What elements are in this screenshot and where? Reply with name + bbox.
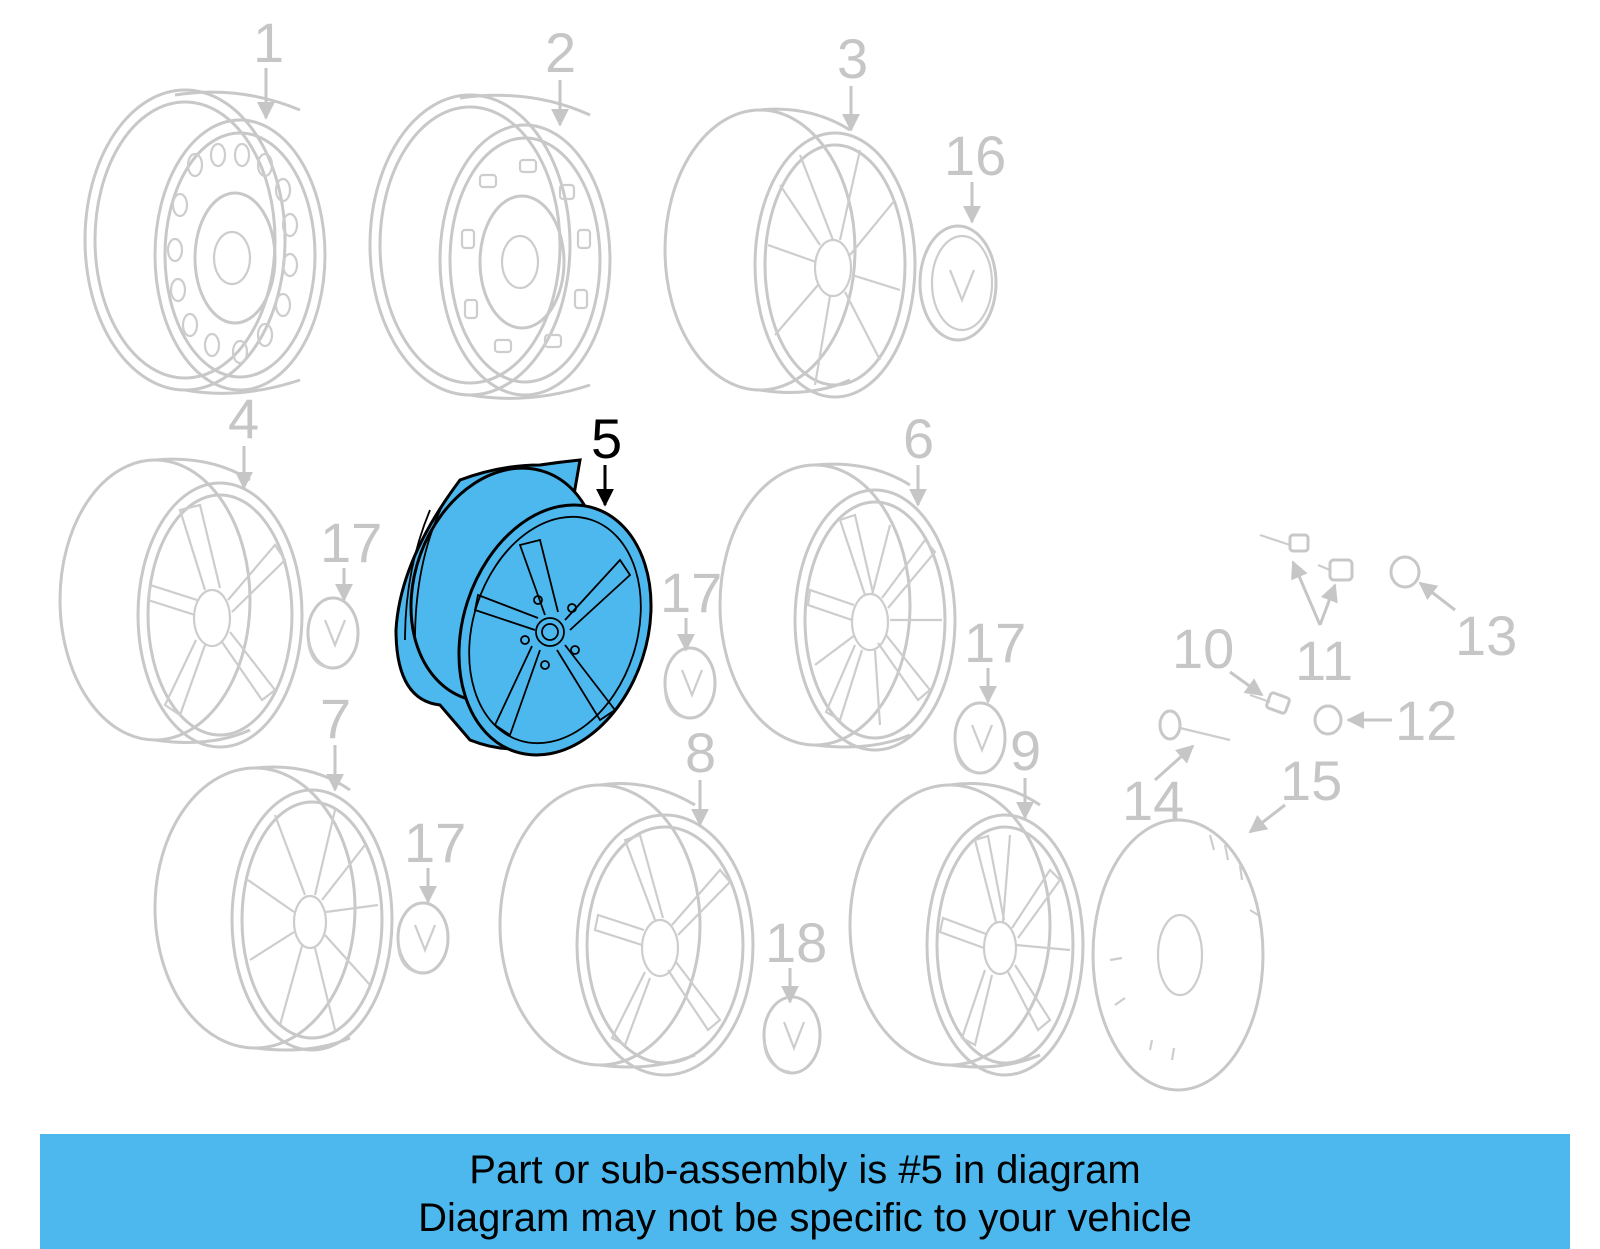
callout-17-b: 17 xyxy=(660,561,722,624)
callout-1: 1 xyxy=(253,11,284,74)
callout-12: 12 xyxy=(1395,689,1457,752)
callout-2: 2 xyxy=(545,21,576,84)
wheel-5-selected[interactable] xyxy=(379,441,682,780)
lug-nuts-11[interactable] xyxy=(1259,533,1354,582)
callout-11: 11 xyxy=(1295,629,1353,692)
lug-nut-12[interactable] xyxy=(1313,704,1343,736)
callout-9: 9 xyxy=(1010,719,1041,782)
center-cap-17-b[interactable] xyxy=(663,646,717,720)
callout-5: 5 xyxy=(591,407,622,470)
callout-8: 8 xyxy=(685,721,716,784)
callout-4: 4 xyxy=(228,387,259,450)
callout-16: 16 xyxy=(944,124,1006,187)
wheel-2[interactable] xyxy=(368,93,612,400)
center-cap-16[interactable] xyxy=(918,224,998,342)
wheel-6[interactable] xyxy=(718,462,957,752)
callout-14: 14 xyxy=(1122,769,1184,832)
lug-nut-13[interactable] xyxy=(1389,555,1421,589)
wheel-3[interactable] xyxy=(663,107,917,399)
callout-6: 6 xyxy=(903,407,934,470)
wheel-7[interactable] xyxy=(153,765,394,1052)
wheel-cover-15[interactable] xyxy=(1091,818,1265,1092)
callout-17-d: 17 xyxy=(404,811,466,874)
callout-17-a: 17 xyxy=(320,511,382,574)
callout-17-c: 17 xyxy=(964,611,1026,674)
callout-18: 18 xyxy=(765,911,827,974)
valve-stem-14[interactable] xyxy=(1158,709,1231,742)
wheel-1[interactable] xyxy=(83,88,327,395)
wheel-9[interactable] xyxy=(848,782,1085,1077)
callout-15: 15 xyxy=(1280,749,1342,812)
center-cap-17-c[interactable] xyxy=(953,701,1007,775)
callout-10: 10 xyxy=(1172,617,1234,680)
center-cap-17-a[interactable] xyxy=(306,596,360,670)
banner-line-1: Part or sub-assembly is #5 in diagram xyxy=(469,1148,1141,1192)
callout-3: 3 xyxy=(837,27,868,90)
banner-line-2: Diagram may not be specific to your vehi… xyxy=(418,1196,1192,1240)
info-banner: Part or sub-assembly is #5 in diagram Di… xyxy=(40,1134,1570,1249)
center-cap-18[interactable] xyxy=(762,995,822,1075)
callout-7: 7 xyxy=(320,687,351,750)
wheel-8[interactable] xyxy=(498,782,755,1077)
wheel-4[interactable] xyxy=(58,457,304,749)
callout-13: 13 xyxy=(1455,604,1517,667)
lug-bolt-10[interactable] xyxy=(1249,691,1291,715)
center-cap-17-d[interactable] xyxy=(396,901,450,975)
